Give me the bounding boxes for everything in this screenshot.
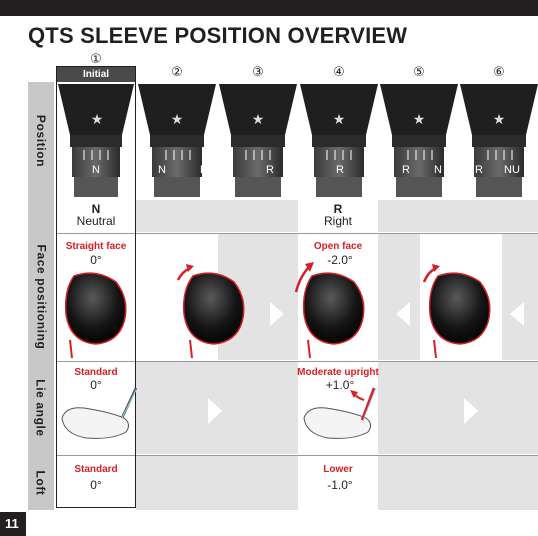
club-side-4 (304, 388, 376, 438)
loft-right-label: Lower (296, 464, 380, 475)
club-side-1 (62, 388, 136, 438)
loft-neutral-value: 0° (54, 478, 138, 492)
loft-right-value: -1.0° (298, 478, 382, 492)
arrow-right-icon (208, 398, 222, 424)
page-number: 11 (5, 516, 19, 531)
arrow-right-icon (464, 398, 478, 424)
loft-neutral-label: Standard (54, 464, 138, 475)
